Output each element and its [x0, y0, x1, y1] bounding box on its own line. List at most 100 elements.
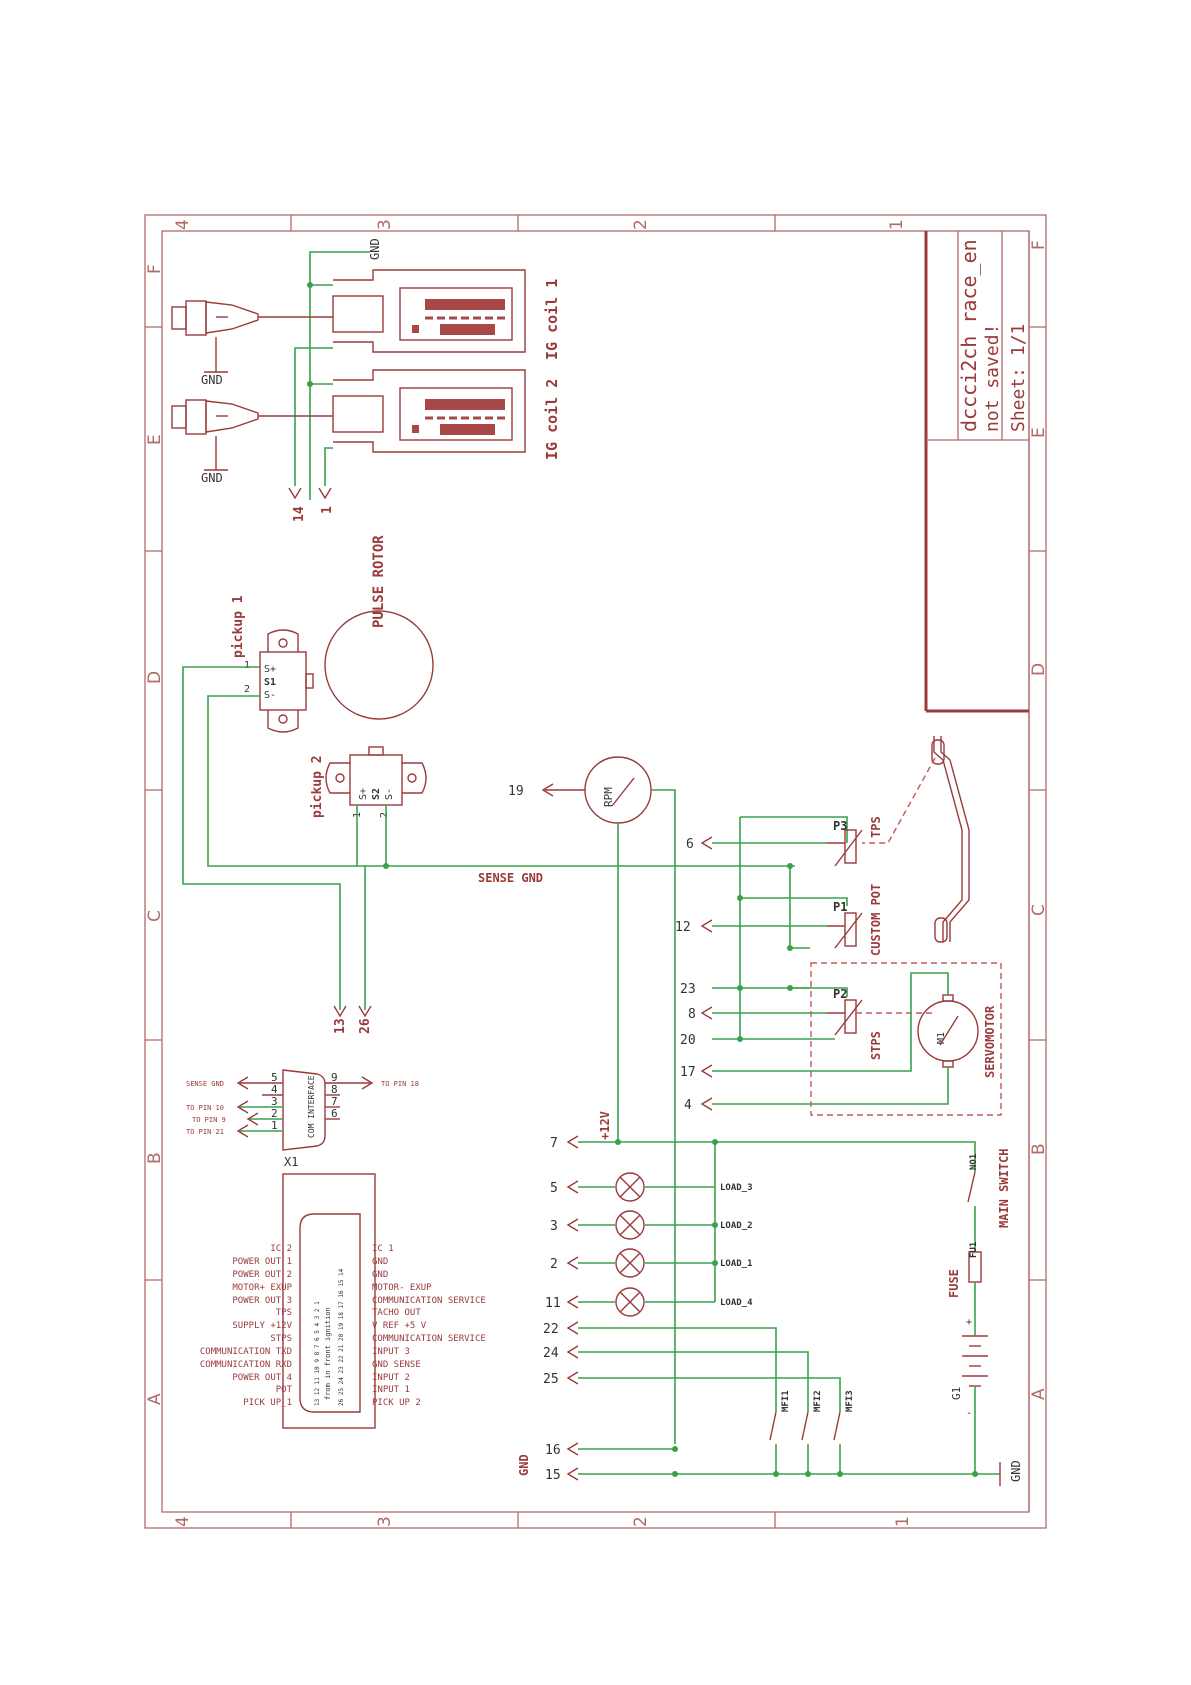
com-sense-gnd: SENSE GND	[186, 1080, 224, 1088]
connector-right-pin: COMMUNICATION SERVICE	[372, 1296, 486, 1306]
pulse-rotor	[324, 610, 434, 720]
custom-pot-label: CUSTOM POT	[869, 884, 883, 956]
battery-minus: -	[966, 1408, 972, 1419]
mfi2-label: MFI2	[813, 1390, 823, 1412]
coil-1-label: IG coil 1	[543, 279, 561, 360]
fu1-label: FU1	[969, 1242, 979, 1258]
connector-left-pin: SUPPLY +12V	[232, 1321, 292, 1331]
zone-row-left-a: A	[145, 1393, 165, 1405]
connector-left-pin: POWER OUT 1	[232, 1257, 292, 1267]
load-1-label: LOAD_1	[720, 1259, 753, 1269]
zone-row-right-c: C	[1029, 904, 1049, 916]
pickup-1-pin2: 2	[244, 684, 250, 695]
connector-left-pin: POWER OUT 3	[232, 1296, 292, 1306]
fuse-label: FUSE	[947, 1269, 961, 1298]
connector-left-pin: MOTOR+ EXUP	[232, 1283, 292, 1293]
tps-label: TPS	[869, 816, 883, 838]
pin-11-label: 11	[545, 1296, 561, 1311]
zone-row-left-e: E	[145, 434, 165, 445]
pickup-section: PULSE ROTOR S+ S1 S- 1 2 pickup 1 S+ S2	[182, 535, 795, 1034]
connector-right-pin: MOTOR- EXUP	[372, 1283, 432, 1293]
connector-right-pin: INPUT 2	[372, 1373, 410, 1383]
zone-col-top-4: 1	[887, 219, 907, 230]
potentiometer-p3: P3 TPS	[827, 816, 883, 867]
connector-right-pin: COMMUNICATION SERVICE	[372, 1334, 486, 1344]
switch-mfi2: MFI2	[801, 1390, 823, 1474]
pickup-1-pin1: 1	[244, 660, 250, 671]
x1-label: X1	[284, 1155, 298, 1169]
gnd-bottom-label: GND	[517, 1454, 531, 1476]
pin-1-label: 1	[320, 506, 335, 514]
spark-plug-1-gnd: GND	[201, 373, 223, 387]
ignition-coil-2: IG coil 2	[258, 369, 561, 460]
pin-17-label: 17	[680, 1065, 696, 1080]
pickup-2-neg: S-	[384, 788, 395, 800]
zone-row-left-b: B	[145, 1152, 165, 1164]
p3-label: P3	[833, 819, 847, 833]
pin-4-label: 4	[684, 1098, 692, 1113]
connector-right-labels: IC 1 GND GND MOTOR- EXUP COMMUNICATION S…	[372, 1244, 486, 1408]
zone-row-left-c: C	[145, 910, 165, 922]
sensor-section: RPM 19 6 12 23 8 20	[508, 736, 1002, 1444]
battery-g1: + - G1	[950, 1317, 988, 1474]
zone-col-top-2: 3	[375, 219, 395, 230]
spark-plug-1: GND	[171, 300, 259, 387]
switch-mfi1: MFI1	[769, 1390, 791, 1474]
com-to-pin-10: TO PIN 10	[186, 1104, 224, 1112]
no1-label: NO1	[969, 1154, 979, 1170]
com-to-pin-21: TO PIN 21	[186, 1128, 224, 1136]
connector-left-pin: IC 2	[270, 1244, 292, 1254]
com-pin-9: 9	[331, 1071, 338, 1084]
zone-col-bottom-2: 3	[375, 1516, 395, 1527]
pickup-2-id: S2	[371, 788, 382, 800]
com-pin-8: 8	[331, 1083, 338, 1096]
zone-col-top-3: 2	[631, 219, 651, 230]
load-lamp-3: 5 LOAD_3	[550, 1172, 753, 1202]
pin-3-label: 3	[550, 1219, 558, 1234]
com-pin-1: 1	[271, 1119, 278, 1132]
connector-right-pin: GND	[372, 1257, 388, 1267]
connector-left-pin: POT	[276, 1385, 293, 1395]
com-pin-2: 2	[271, 1107, 278, 1120]
servomotor-label: SERVOMOTOR	[983, 1005, 997, 1078]
pin-23-label: 23	[680, 982, 696, 997]
connector-numbers-a: 13 12 11 10 9 8 7 6 5 4 3 2 1	[314, 1301, 321, 1406]
com-interface: COM INTERFACE X1 5 4 3 2 1 9 8 7 6 SENSE…	[186, 1069, 419, 1169]
com-pin-7: 7	[331, 1095, 338, 1108]
zone-col-bottom-1: 4	[173, 1516, 193, 1527]
connector-right-pin: GND	[372, 1270, 388, 1280]
connector-right-pin: GND SENSE	[372, 1360, 421, 1370]
gnd-right-label: GND	[1009, 1460, 1023, 1482]
pickup-2-pin2: 2	[379, 812, 390, 818]
mfi1-label: MFI1	[781, 1390, 791, 1412]
pin-15-label: 15	[545, 1468, 561, 1483]
connector-right-pin: IC 1	[372, 1244, 394, 1254]
load-lamp-1: 2 LOAD_1	[550, 1248, 753, 1278]
connector-left-pin: COMMUNICATION TXD	[200, 1347, 292, 1357]
zone-row-right-b: B	[1029, 1143, 1049, 1155]
connector-left-pin: TPS	[276, 1308, 292, 1318]
load-3-label: LOAD_3	[720, 1183, 753, 1193]
zone-row-right-e: E	[1029, 427, 1049, 438]
pin-14-label: 14	[292, 506, 307, 522]
pickup-2-pos: S+	[358, 788, 369, 800]
pickup-2-label: pickup 2	[310, 755, 325, 818]
pin-24-label: 24	[543, 1346, 559, 1361]
title-status: not saved!	[982, 324, 1003, 432]
power-section: 7 +12V 5 LOAD_3 3 LOAD_2	[517, 1111, 1023, 1486]
potentiometer-p1: P1 CUSTOM POT	[827, 884, 883, 956]
rpm-label: RPM	[602, 787, 615, 807]
connector-right-pin: INPUT 1	[372, 1385, 410, 1395]
pin-7-label: 7	[550, 1136, 558, 1151]
load-4-label: LOAD_4	[720, 1298, 753, 1308]
pickup-1-id: S1	[264, 677, 276, 688]
com-pin-6: 6	[331, 1107, 338, 1120]
potentiometer-p2: P2 STPS	[827, 987, 883, 1060]
connector-left-pin: POWER OUT 4	[232, 1373, 292, 1383]
connector-body-text: from in front ignition	[324, 1307, 332, 1400]
ignition-section: GND IG coil 1 IG coil 2	[171, 238, 561, 522]
servomotor-m1: M1 SERVOMOTOR	[917, 994, 997, 1078]
connector-left-pin: POWER OUT 2	[232, 1270, 292, 1280]
pickup-1-neg: S-	[264, 690, 276, 701]
